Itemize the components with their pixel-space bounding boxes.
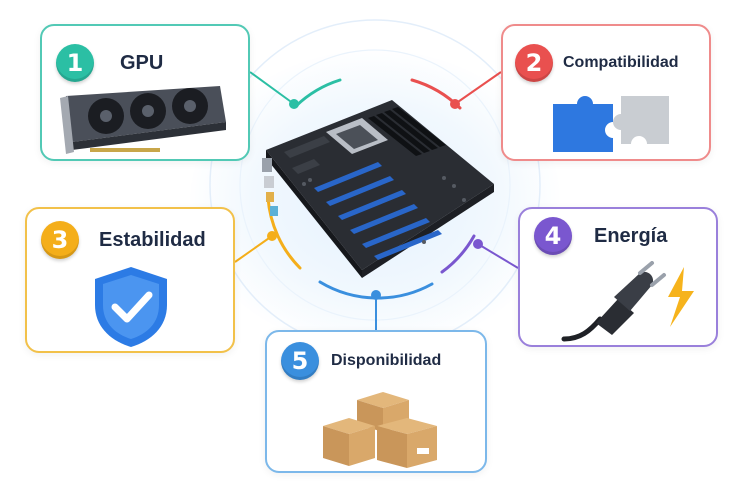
power-plug-lightning-icon [561,261,694,342]
card-header: 1 GPU [56,44,163,82]
card-compatibilidad: 2 Compatibilidad [501,24,711,161]
card-header: 5 Disponibilidad [281,342,441,380]
card-title: Compatibilidad [563,54,679,71]
number-badge: 4 [534,217,572,255]
graphics-card-icon [60,86,226,154]
shield-check-icon [95,267,167,347]
card-header: 2 Compatibilidad [515,44,679,82]
card-gpu: 1 GPU [40,24,250,161]
number-badge: 2 [515,44,553,82]
card-disponibilidad: 5 Disponibilidad [265,330,487,473]
number-badge: 5 [281,342,319,380]
card-estabilidad: 3 Estabilidad [25,207,235,353]
card-title: GPU [120,51,164,74]
card-energia: 4 Energía [518,207,718,347]
card-title: Estabilidad [99,228,206,251]
arc-energy [440,234,476,274]
arc-stab [266,196,302,270]
card-header: 3 Estabilidad [41,221,206,259]
card-title: Energía [594,224,668,247]
number-badge: 3 [41,221,79,259]
motherboard-icon [262,100,494,278]
puzzle-pieces-icon [553,96,669,152]
boxes-icon [323,392,437,468]
number-badge: 1 [56,44,94,82]
card-title: Disponibilidad [331,352,442,369]
card-header: 4 Energía [534,217,667,255]
